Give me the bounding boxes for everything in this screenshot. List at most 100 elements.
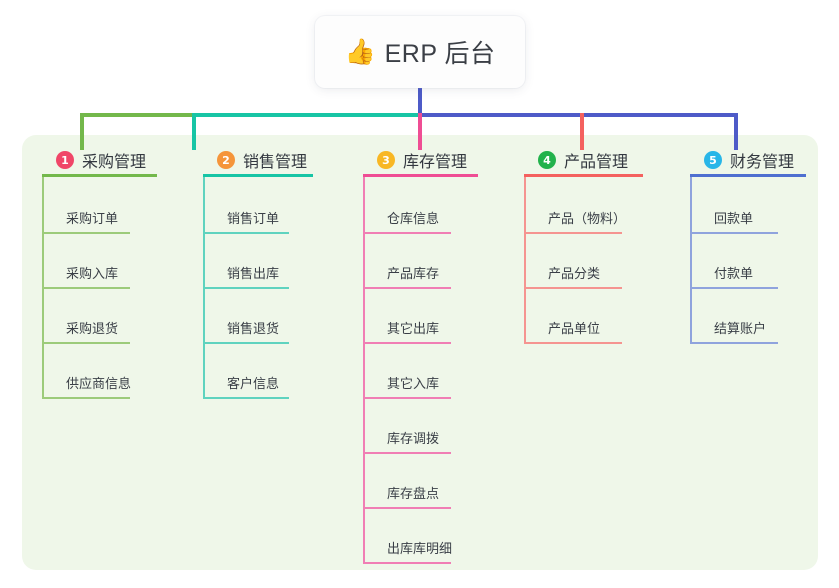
branch-item-label: 销售出库 bbox=[227, 266, 280, 281]
branch-item-underline bbox=[42, 342, 130, 344]
branch-item[interactable]: 客户信息 bbox=[203, 344, 353, 399]
branch-title-3: 库存管理 bbox=[403, 154, 468, 171]
branch-item-underline bbox=[363, 232, 451, 234]
branch-item[interactable]: 产品单位 bbox=[524, 289, 684, 344]
branch-item-underline bbox=[363, 562, 451, 564]
branch-badge-2: 2 bbox=[217, 151, 235, 169]
connector-stub-3 bbox=[418, 113, 422, 150]
branch-underline-3 bbox=[363, 174, 478, 177]
branch-item-underline bbox=[690, 287, 778, 289]
branch-item[interactable]: 产品分类 bbox=[524, 234, 684, 289]
branch-header-1[interactable]: 1 采购管理 bbox=[42, 143, 192, 177]
branch-items-2: 销售订单销售出库销售退货客户信息 bbox=[203, 177, 353, 399]
branch-item-underline bbox=[203, 342, 289, 344]
branch-items-3: 仓库信息产品库存其它出库其它入库库存调拨库存盘点出库库明细 bbox=[363, 177, 513, 564]
branch-spine-5 bbox=[690, 177, 692, 342]
branch-item-label: 出库库明细 bbox=[387, 541, 453, 556]
root-node[interactable]: 👍 ERP 后台 bbox=[315, 16, 525, 88]
connector-stub-4 bbox=[580, 113, 584, 150]
branch-item[interactable]: 库存调拨 bbox=[363, 399, 513, 454]
branch-column-3: 3 库存管理仓库信息产品库存其它出库其它入库库存调拨库存盘点出库库明细 bbox=[363, 143, 513, 564]
branch-badge-1: 1 bbox=[56, 151, 74, 169]
branch-title-1: 采购管理 bbox=[82, 154, 147, 171]
branch-item[interactable]: 其它出库 bbox=[363, 289, 513, 344]
branch-item[interactable]: 采购入库 bbox=[42, 234, 192, 289]
branch-item-underline bbox=[524, 232, 622, 234]
branch-column-1: 1 采购管理采购订单采购入库采购退货供应商信息 bbox=[42, 143, 192, 399]
branch-item-label: 其它出库 bbox=[387, 321, 440, 336]
branch-item-label: 结算账户 bbox=[714, 321, 767, 336]
branch-item[interactable]: 采购退货 bbox=[42, 289, 192, 344]
branch-item[interactable]: 出库库明细 bbox=[363, 509, 513, 564]
connector-bus-teal bbox=[192, 113, 418, 117]
branch-item-label: 库存盘点 bbox=[387, 486, 440, 501]
branch-items-5: 回款单付款单结算账户 bbox=[690, 177, 839, 344]
branch-item-underline bbox=[203, 287, 289, 289]
branch-item[interactable]: 销售订单 bbox=[203, 179, 353, 234]
branch-item[interactable]: 产品（物料） bbox=[524, 179, 684, 234]
branch-item-label: 供应商信息 bbox=[66, 376, 132, 391]
branch-item[interactable]: 其它入库 bbox=[363, 344, 513, 399]
branch-badge-4: 4 bbox=[538, 151, 556, 169]
branch-item-label: 产品分类 bbox=[548, 266, 601, 281]
branch-item-label: 仓库信息 bbox=[387, 211, 440, 226]
connector-stub-5 bbox=[734, 113, 738, 150]
branch-item-underline bbox=[363, 452, 451, 454]
thumbs-up-icon: 👍 bbox=[344, 37, 376, 66]
branch-item-underline bbox=[363, 507, 451, 509]
branch-item-underline bbox=[524, 342, 622, 344]
branch-item-label: 库存调拨 bbox=[387, 431, 440, 446]
connector-bus-green bbox=[80, 113, 192, 117]
branch-item[interactable]: 产品库存 bbox=[363, 234, 513, 289]
connector-trunk bbox=[418, 86, 422, 117]
branch-item[interactable]: 结算账户 bbox=[690, 289, 839, 344]
branch-item-label: 回款单 bbox=[714, 211, 754, 226]
connector-bus-blue bbox=[418, 113, 738, 117]
branch-item-underline bbox=[690, 232, 778, 234]
branch-underline-2 bbox=[203, 174, 313, 177]
branch-item-underline bbox=[42, 397, 130, 399]
branch-item-label: 其它入库 bbox=[387, 376, 440, 391]
branch-badge-5: 5 bbox=[704, 151, 722, 169]
branch-item[interactable]: 付款单 bbox=[690, 234, 839, 289]
branch-item[interactable]: 销售出库 bbox=[203, 234, 353, 289]
branch-item-underline bbox=[203, 232, 289, 234]
branch-item[interactable]: 采购订单 bbox=[42, 179, 192, 234]
root-node-title: ERP 后台 bbox=[384, 40, 496, 68]
branch-item-underline bbox=[363, 397, 451, 399]
branch-item-label: 客户信息 bbox=[227, 376, 280, 391]
branch-underline-4 bbox=[524, 174, 643, 177]
branch-header-3[interactable]: 3 库存管理 bbox=[363, 143, 513, 177]
branch-spine-3 bbox=[363, 177, 365, 562]
branch-underline-1 bbox=[42, 174, 157, 177]
branch-item[interactable]: 库存盘点 bbox=[363, 454, 513, 509]
branch-title-4: 产品管理 bbox=[564, 154, 629, 171]
branch-item-underline bbox=[203, 397, 289, 399]
branch-underline-5 bbox=[690, 174, 806, 177]
branch-item[interactable]: 回款单 bbox=[690, 179, 839, 234]
branch-items-4: 产品（物料） 产品分类产品单位 bbox=[524, 177, 684, 344]
branch-badge-3: 3 bbox=[377, 151, 395, 169]
connector-stub-1 bbox=[80, 113, 84, 150]
branch-item[interactable]: 仓库信息 bbox=[363, 179, 513, 234]
branch-item-label: 采购退货 bbox=[66, 321, 119, 336]
branch-item-underline bbox=[363, 342, 451, 344]
diagram-panel bbox=[22, 135, 818, 570]
branch-item-underline bbox=[42, 232, 130, 234]
branch-item-label: 产品库存 bbox=[387, 266, 440, 281]
branch-item-label: 付款单 bbox=[714, 266, 754, 281]
branch-item[interactable]: 销售退货 bbox=[203, 289, 353, 344]
branch-items-1: 采购订单采购入库采购退货供应商信息 bbox=[42, 177, 192, 399]
branch-item-label: 采购入库 bbox=[66, 266, 119, 281]
branch-item[interactable]: 供应商信息 bbox=[42, 344, 192, 399]
branch-spine-4 bbox=[524, 177, 526, 342]
branch-header-4[interactable]: 4 产品管理 bbox=[524, 143, 684, 177]
branch-item-label: 销售订单 bbox=[227, 211, 280, 226]
connector-stub-2 bbox=[192, 113, 196, 150]
branch-item-label: 产品（物料） bbox=[548, 211, 627, 226]
branch-item-underline bbox=[524, 287, 622, 289]
